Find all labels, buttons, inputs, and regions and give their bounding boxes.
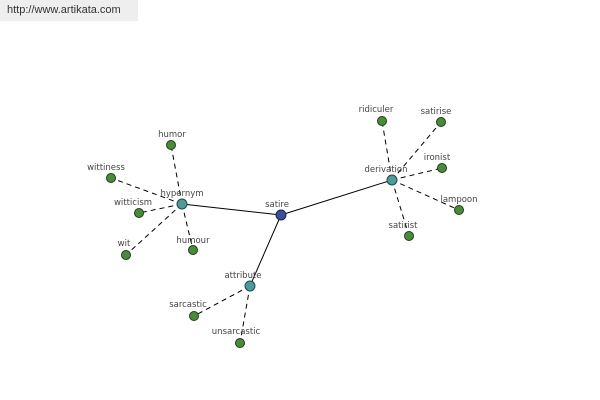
edge-hypernym-humor (170, 144, 183, 205)
node-label-attribute[interactable]: attribute (224, 271, 261, 281)
node-ironist[interactable] (437, 163, 447, 173)
node-label-witticism[interactable]: witticism (114, 198, 152, 208)
labels-layer: satire hypernym derivation attribute humor wi… (87, 105, 477, 337)
node-ridiculer[interactable] (377, 116, 387, 126)
node-satirist[interactable] (404, 231, 414, 241)
edge-derivation-ridiculer (381, 120, 393, 181)
edge-derivation-satirise (391, 121, 442, 181)
node-wit[interactable] (121, 250, 131, 260)
node-label-wittiness[interactable]: wittiness (87, 163, 125, 173)
edge-hypernym-humour (181, 203, 194, 251)
node-humor[interactable] (166, 140, 176, 150)
edges-layer (110, 120, 460, 344)
node-label-ridiculer[interactable]: ridiculer (359, 105, 394, 115)
node-hypernym[interactable] (176, 198, 188, 210)
node-label-satirist[interactable]: satirist (389, 221, 419, 231)
node-label-humor[interactable]: humor (158, 130, 186, 140)
node-label-lampoon[interactable]: lampoon (440, 195, 477, 205)
edge-attribute-sarcastic (193, 285, 251, 317)
node-lampoon[interactable] (454, 205, 464, 215)
edge-derivation-lampoon (391, 179, 460, 211)
node-attribute[interactable] (244, 280, 256, 292)
edge-hypernym-wittiness (110, 177, 183, 205)
edge-hypernym-wit (125, 203, 183, 256)
site-url-banner[interactable]: http://www.artikata.com (0, 0, 138, 21)
edge-satire-derivation (280, 179, 393, 216)
site-url-text[interactable]: http://www.artikata.com (7, 4, 121, 16)
edge-satire-hypernym (181, 203, 282, 216)
node-wittiness[interactable] (106, 173, 116, 183)
edge-satire-attribute (249, 214, 282, 287)
node-witticism[interactable] (134, 208, 144, 218)
node-label-satirise[interactable]: satirise (421, 107, 452, 117)
node-label-derivation[interactable]: derivation (364, 165, 407, 175)
node-humour[interactable] (188, 245, 198, 255)
node-label-wit[interactable]: wit (118, 239, 131, 249)
edge-attribute-unsarcastic (239, 285, 251, 344)
node-unsarcastic[interactable] (235, 338, 245, 348)
node-label-hypernym[interactable]: hypernym (160, 189, 203, 199)
node-label-humour[interactable]: humour (176, 236, 210, 246)
node-derivation[interactable] (386, 174, 398, 186)
node-label-ironist[interactable]: ironist (424, 153, 451, 163)
edge-hypernym-witticism (138, 203, 183, 214)
node-satire[interactable] (275, 209, 287, 221)
node-satirise[interactable] (436, 117, 446, 127)
node-sarcastic[interactable] (189, 311, 199, 321)
edge-derivation-satirist (391, 179, 410, 237)
node-label-sarcastic[interactable]: sarcastic (169, 300, 207, 310)
node-label-satire[interactable]: satire (265, 200, 289, 210)
nodes-layer (106, 116, 464, 348)
node-label-unsarcastic[interactable]: unsarcastic (212, 327, 261, 337)
